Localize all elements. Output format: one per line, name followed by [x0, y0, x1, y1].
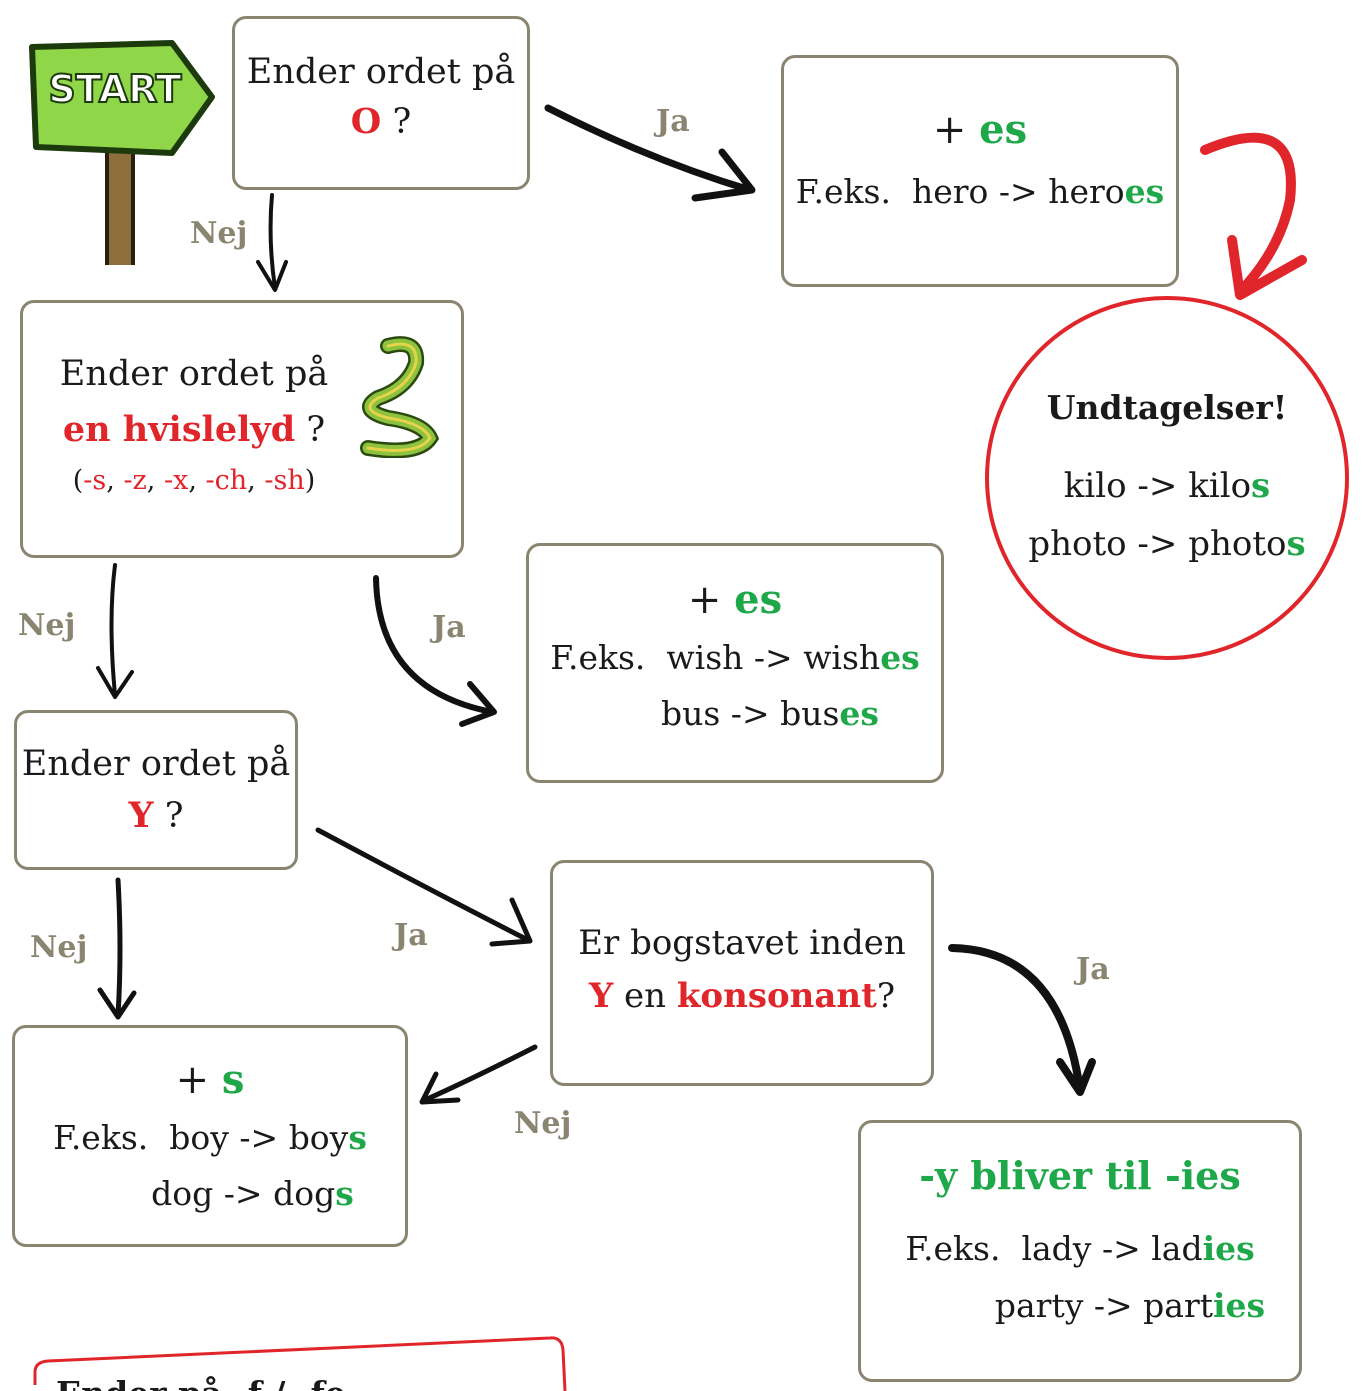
example-row: dog -> dogs — [151, 1173, 354, 1213]
question-text: Ender ordet på — [246, 52, 516, 92]
exception-row: kilo -> kilos — [1063, 465, 1271, 506]
exceptions-title: Undtagelser! — [1046, 388, 1288, 427]
label-ja: Ja — [394, 918, 428, 953]
question-mark: ? — [876, 975, 896, 1016]
example-suffix: es — [1124, 172, 1165, 211]
question-text: Ender ordet på — [59, 354, 329, 394]
start-label: START — [47, 66, 182, 112]
arrow-hiss-ja-head — [459, 681, 497, 727]
arrow-hiss-ja — [373, 575, 495, 715]
question-hiss-sound: Ender ordet på en hvislelyd ? (-s, -z, -… — [20, 300, 464, 558]
exceptions-circle — [985, 296, 1349, 660]
result-ies: -y bliver til -ies F.eks. lady -> ladies… — [858, 1120, 1302, 1382]
term-hiss: en hvislelyd — [62, 409, 296, 450]
arrow-cons-ja — [948, 944, 1084, 1094]
question-consonant: Er bogstavet inden Y en konsonant? — [550, 860, 934, 1086]
plus-sign: + — [687, 577, 722, 623]
start-sign: START — [22, 35, 217, 292]
suffix-es: es — [734, 576, 783, 623]
example-stem: hero — [1048, 172, 1125, 211]
arrow-o-nej-head — [256, 260, 288, 292]
arrow-y-nej — [115, 877, 123, 1018]
arrow-exceptions-head — [1227, 235, 1307, 300]
example-row: F.eks. boy -> boys — [53, 1118, 367, 1157]
result-o-es: + es F.eks. hero -> heroes — [781, 55, 1179, 287]
arrow-o-ja — [544, 104, 754, 194]
result-s: + s F.eks. boy -> boys dog -> dogs — [12, 1025, 408, 1247]
arrow-y-ja — [315, 827, 531, 943]
example-row: F.eks. lady -> ladies — [905, 1228, 1255, 1268]
question-mark: ? — [164, 796, 184, 836]
snake-icon — [360, 336, 440, 458]
arrow-hiss-nej — [109, 563, 117, 697]
label-nej: Nej — [190, 216, 248, 251]
letter-y: Y — [588, 975, 614, 1016]
result-hiss-es: + es F.eks. wish -> wishes bus -> buses — [526, 543, 944, 783]
arrow-y-ja-head — [489, 897, 533, 947]
example-row: bus -> buses — [660, 693, 879, 733]
label-ja: Ja — [432, 610, 466, 645]
example-row: party -> parties — [994, 1286, 1266, 1326]
question-ends-o: Ender ordet på O ? — [232, 16, 530, 190]
label-ja: Ja — [656, 104, 690, 139]
arrow-hiss-nej-head — [96, 666, 134, 699]
exceptions: Undtagelser! kilo -> kilos photo -> phot… — [1000, 388, 1334, 565]
plus-sign: + — [932, 107, 967, 153]
arrow-cons-ja-head — [1056, 1058, 1096, 1096]
bottom-note-box — [33, 1336, 567, 1391]
arrow-y-nej-head — [97, 987, 137, 1020]
question-text: Er bogstavet inden — [578, 923, 906, 963]
exception-row: photo -> photos — [1028, 524, 1306, 565]
example-row: F.eks. wish -> wishes — [550, 638, 920, 677]
label-nej: Nej — [514, 1106, 572, 1141]
arrow-o-nej — [268, 193, 277, 290]
label-ja: Ja — [1076, 952, 1110, 987]
question-mark: ? — [306, 410, 326, 450]
bottom-note: Ender på -f / -fe — [56, 1376, 556, 1391]
term-consonant: konsonant — [676, 975, 877, 1016]
question-ends-y: Ender ordet på Y ? — [14, 710, 298, 870]
arrow-cons-nej — [422, 1044, 538, 1103]
letter-o: O — [350, 101, 382, 142]
suffix-s: s — [221, 1056, 245, 1103]
arrow-cons-nej-head — [419, 1071, 461, 1105]
arrow-o-ja-head — [691, 148, 756, 202]
letter-y: Y — [128, 795, 154, 836]
plus-sign: + — [175, 1057, 210, 1103]
example-label: F.eks. — [795, 172, 891, 211]
hiss-endings: (-s, -z, -x, -ch, -sh) — [72, 465, 316, 496]
example-base: hero -> — [911, 172, 1038, 211]
arrow-exceptions — [1200, 132, 1296, 297]
suffix-es: es — [979, 106, 1028, 153]
question-text: Ender ordet på — [21, 744, 291, 784]
question-mark: ? — [392, 102, 412, 142]
label-nej: Nej — [30, 930, 88, 965]
result-title: -y bliver til -ies — [919, 1153, 1241, 1198]
label-nej: Nej — [18, 608, 76, 643]
bottom-note-text: Ender på -f / -fe — [56, 1376, 556, 1391]
